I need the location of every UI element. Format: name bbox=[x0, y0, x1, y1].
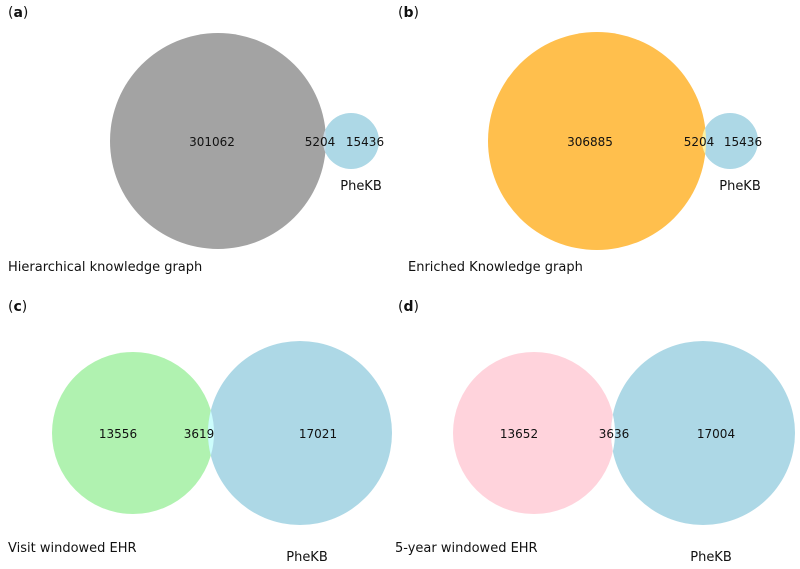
venn-overlap-region bbox=[208, 410, 214, 456]
venn-circle-left bbox=[110, 33, 326, 249]
set-label-right: PheKB bbox=[340, 179, 382, 194]
venn-circle-left bbox=[453, 352, 615, 514]
count-overlap: 5204 bbox=[684, 135, 715, 149]
venn-circle-right bbox=[323, 113, 379, 169]
set-label-left: Enriched Knowledge graph bbox=[408, 260, 583, 275]
venn-overlap-region bbox=[322, 129, 326, 153]
count-left-only: 13652 bbox=[500, 427, 538, 441]
count-left-only: 306885 bbox=[567, 135, 613, 149]
panel-letter: (b) bbox=[398, 5, 419, 21]
venn-panel-d: (d) 13652 3636 17004 5-year windowed EHR PheK… bbox=[395, 299, 795, 565]
set-label-right: PheKB bbox=[286, 550, 328, 565]
set-label-left: Visit windowed EHR bbox=[8, 541, 137, 556]
set-label-left: 5-year windowed EHR bbox=[395, 541, 538, 556]
count-overlap: 3636 bbox=[599, 427, 630, 441]
venn-overlap-region bbox=[702, 127, 706, 155]
panel-letter: (c) bbox=[8, 299, 27, 315]
count-left-only: 301062 bbox=[189, 135, 235, 149]
venn-circle-right bbox=[208, 341, 392, 525]
count-right-only: 17004 bbox=[697, 427, 735, 441]
count-right-only: 15436 bbox=[346, 135, 384, 149]
count-right-only: 17021 bbox=[299, 427, 337, 441]
venn-overlap-region bbox=[611, 414, 615, 452]
venn-circle-right bbox=[702, 113, 758, 169]
venn-circle-right bbox=[611, 341, 795, 525]
count-overlap: 3619 bbox=[184, 427, 215, 441]
set-label-left: Hierarchical knowledge graph bbox=[8, 260, 202, 275]
panel-letter: (a) bbox=[8, 5, 28, 21]
panel-letter: (d) bbox=[398, 299, 419, 315]
count-right-only: 15436 bbox=[724, 135, 762, 149]
count-overlap: 5204 bbox=[305, 135, 336, 149]
count-left-only: 13556 bbox=[99, 427, 137, 441]
venn-circle-left bbox=[488, 32, 706, 250]
set-label-right: PheKB bbox=[690, 550, 732, 565]
venn-circle-left bbox=[52, 352, 214, 514]
set-label-right: PheKB bbox=[719, 179, 761, 194]
